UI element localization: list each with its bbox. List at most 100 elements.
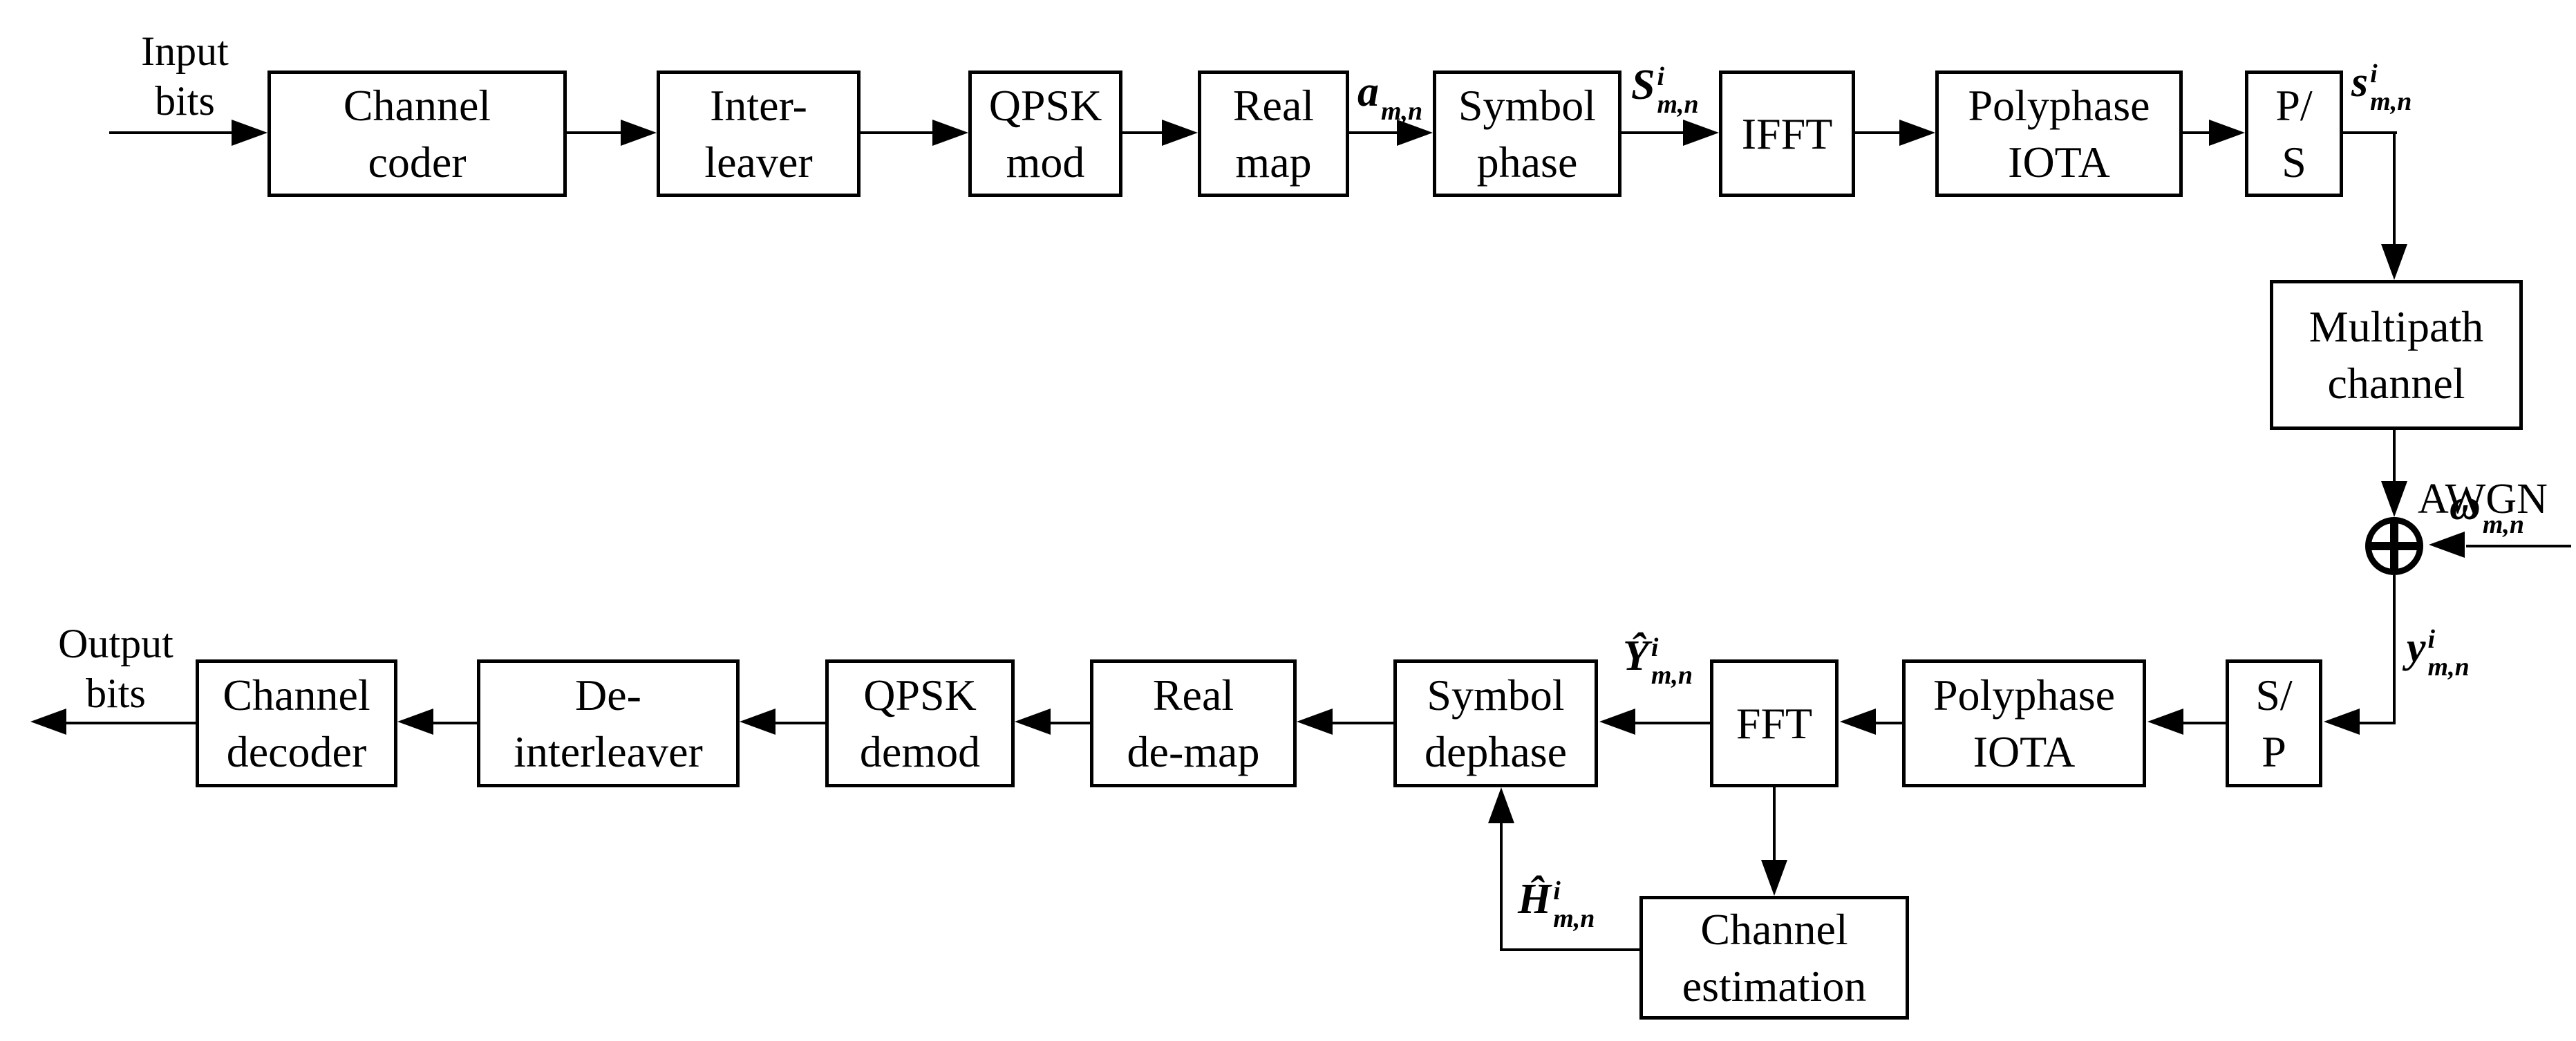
arrowhead-right bbox=[232, 120, 267, 146]
arrowhead-right bbox=[1397, 120, 1433, 146]
connector-line bbox=[2183, 722, 2226, 724]
signal-supsub: m,n bbox=[1381, 71, 1422, 126]
signal-base: a bbox=[1357, 68, 1379, 115]
signal-base: y bbox=[2407, 624, 2426, 671]
arrowhead-left bbox=[1297, 709, 1333, 735]
block-label-line: IOTA bbox=[1973, 726, 2076, 776]
connector-line bbox=[1500, 948, 1639, 951]
block-label-line: de-map bbox=[1127, 726, 1260, 776]
block-label-line: dephase bbox=[1424, 726, 1568, 776]
input-bits-label: Input bits bbox=[111, 26, 259, 126]
arrowhead-left bbox=[2324, 709, 2360, 735]
block-ifft: IFFT bbox=[1719, 71, 1855, 197]
signal-base: s bbox=[2351, 59, 2369, 106]
block-label-line: map bbox=[1235, 137, 1312, 187]
connector-line bbox=[861, 131, 932, 134]
connector-line bbox=[1773, 787, 1776, 860]
block-label-line: IFFT bbox=[1741, 109, 1833, 158]
signal-sub: m,n bbox=[2427, 653, 2470, 682]
block-polyphase-iota-tx: Polyphase IOTA bbox=[1935, 71, 2183, 197]
adder-icon bbox=[2365, 517, 2423, 575]
signal-sup bbox=[1381, 71, 1422, 98]
connector-line bbox=[433, 722, 477, 724]
signal-base: S bbox=[1631, 62, 1655, 109]
block-real-demap: Real de-map bbox=[1090, 659, 1297, 787]
signal-sup: i bbox=[1651, 633, 1659, 662]
connector-line bbox=[2393, 430, 2396, 481]
block-label-line: leaver bbox=[704, 137, 813, 187]
block-parallel-to-serial: P/ S bbox=[2245, 71, 2343, 197]
arrowhead-left bbox=[2147, 709, 2183, 735]
signal-sup: i bbox=[2370, 59, 2378, 88]
block-label-line: Polyphase bbox=[1968, 80, 2150, 130]
signal-supsub: m,n bbox=[2483, 484, 2524, 539]
signal-sub: m,n bbox=[1381, 97, 1423, 126]
arrowhead-left bbox=[397, 709, 433, 735]
block-channel-decoder: Channel decoder bbox=[196, 659, 397, 787]
block-fft: FFT bbox=[1710, 659, 1839, 787]
input-bits-line1: Input bbox=[141, 28, 229, 74]
connector-line bbox=[1855, 131, 1899, 134]
block-polyphase-iota-rx: Polyphase IOTA bbox=[1902, 659, 2146, 787]
block-label-line: QPSK bbox=[988, 80, 1102, 130]
block-multipath-channel: Multipath channel bbox=[2270, 280, 2523, 430]
block-label-line: coder bbox=[368, 137, 467, 187]
signal-sub: m,n bbox=[1553, 904, 1595, 933]
output-bits-line2: bits bbox=[86, 670, 146, 716]
block-label-line: channel bbox=[2327, 358, 2465, 408]
connector-line bbox=[1876, 722, 1902, 724]
block-label-line: demod bbox=[859, 726, 981, 776]
block-label-line: S bbox=[2282, 137, 2306, 187]
block-label-line: Symbol bbox=[1427, 670, 1565, 720]
block-label-line: Inter- bbox=[710, 80, 807, 130]
arrowhead-left bbox=[30, 709, 66, 735]
connector-line bbox=[2393, 575, 2396, 723]
arrowhead-left bbox=[740, 709, 775, 735]
block-label-line: mod bbox=[1006, 137, 1085, 187]
block-label-line: Channel bbox=[223, 670, 370, 720]
arrowhead-left bbox=[1840, 709, 1876, 735]
block-label-line: interleaver bbox=[514, 726, 703, 776]
block-label-line: S/ bbox=[2255, 670, 2293, 720]
connector-line bbox=[2343, 131, 2397, 134]
connector-line bbox=[2466, 545, 2571, 547]
block-qpsk-mod: QPSK mod bbox=[968, 71, 1122, 197]
arrowhead-left bbox=[1599, 709, 1635, 735]
block-label-line: decoder bbox=[226, 726, 367, 776]
adder-plus-vertical bbox=[2390, 523, 2398, 569]
arrowhead-left bbox=[2429, 532, 2465, 558]
connector-line bbox=[1051, 722, 1090, 724]
signal-sub: m,n bbox=[2370, 87, 2412, 116]
block-label-line: FFT bbox=[1736, 698, 1813, 748]
output-bits-label: Output bits bbox=[38, 619, 194, 718]
block-label-line: Real bbox=[1232, 80, 1315, 130]
signal-sup: i bbox=[1657, 62, 1665, 91]
arrowhead-right bbox=[2209, 120, 2245, 146]
connector-line bbox=[2393, 131, 2396, 244]
block-label-line: Channel bbox=[343, 80, 491, 130]
block-label-line: IOTA bbox=[2008, 137, 2110, 187]
connector-line bbox=[2360, 722, 2396, 724]
connector-line bbox=[1621, 131, 1683, 134]
signal-sub: m,n bbox=[1651, 661, 1693, 690]
block-label-line: Symbol bbox=[1458, 80, 1597, 130]
block-label-line: P/ bbox=[2275, 80, 2313, 130]
signal-base: Ŷ bbox=[1623, 632, 1649, 679]
awgn-text: AWGN bbox=[2418, 476, 2548, 523]
block-label-line: Real bbox=[1152, 670, 1234, 720]
connector-line bbox=[1333, 722, 1393, 724]
block-symbol-phase: Symbol phase bbox=[1433, 71, 1621, 197]
block-label-line: Multipath bbox=[2309, 301, 2484, 351]
arrowhead-right bbox=[1162, 120, 1198, 146]
connector-line bbox=[1500, 823, 1503, 951]
